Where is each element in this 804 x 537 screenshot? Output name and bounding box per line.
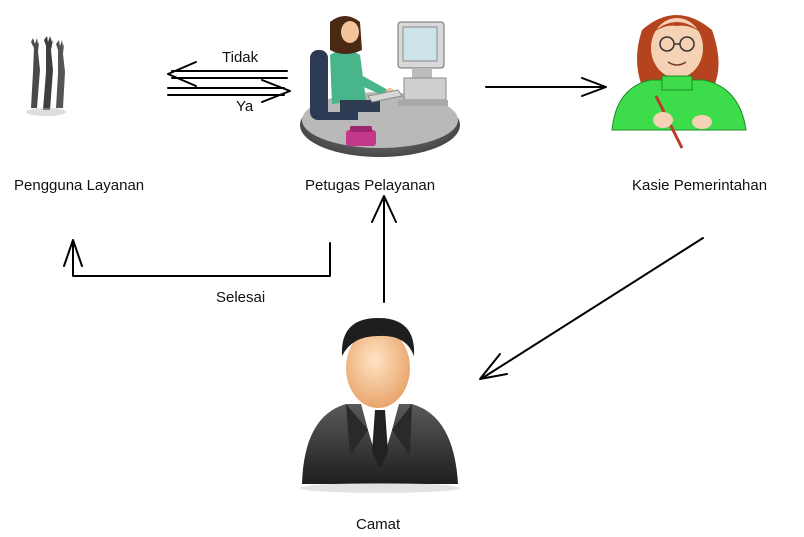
- node-label-petugas-pelayanan: Petugas Pelayanan: [305, 177, 436, 194]
- arrow-camat-to-petugas: [371, 195, 397, 303]
- arrow-petugas-to-kasie: [485, 77, 607, 97]
- edge-label-selesai: Selesai: [216, 289, 266, 306]
- arrow-kasie-to-camat: [479, 237, 704, 380]
- businessman-icon: [300, 318, 460, 493]
- woman-writing-icon: [611, 15, 747, 149]
- edge-label-tidak: Tidak: [222, 49, 259, 66]
- arrow-selesai: [63, 239, 331, 277]
- people-silhouette-icon: [26, 36, 66, 116]
- node-label-pengguna-layanan: Pengguna Layanan: [14, 177, 145, 194]
- arrow-tidak: [167, 61, 288, 87]
- node-label-kasie-pemerintahan: Kasie Pemerintahan: [632, 177, 768, 194]
- edge-label-ya: Ya: [236, 98, 254, 115]
- arrow-ya: [167, 79, 291, 103]
- office-worker-computer-icon: [300, 16, 460, 157]
- node-label-camat: Camat: [356, 516, 401, 533]
